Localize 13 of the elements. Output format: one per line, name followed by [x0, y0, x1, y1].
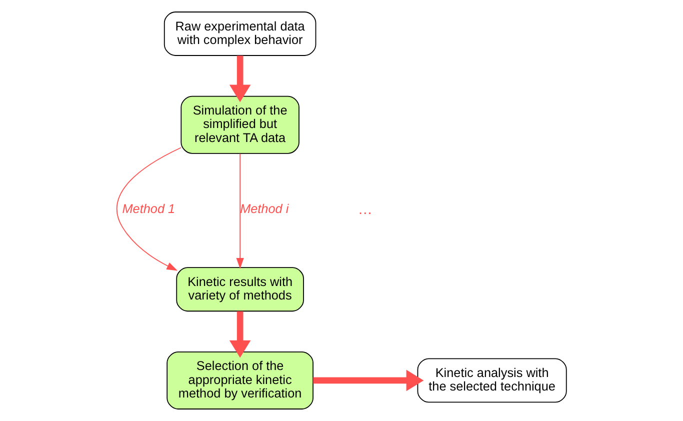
- node-box: Kinetic results with variety of methods: [176, 267, 304, 312]
- node-box: Raw experimental data with complex behavior: [164, 12, 316, 56]
- arrow: [116, 147, 182, 271]
- node-box: Kinetic analysis with the selected technique: [417, 358, 567, 403]
- arrow: [313, 370, 424, 392]
- node-box: Selection of the appropriate kinetic method by verification: [166, 351, 314, 410]
- arrow: [229, 311, 251, 358]
- edge-label: Method 1: [122, 202, 176, 216]
- arrow: [236, 153, 244, 269]
- arrow: [229, 56, 251, 102]
- node-box: Simulation of the simplified but relevant TA data: [180, 96, 300, 154]
- label: …: [358, 202, 372, 218]
- edge-label: Method i: [240, 202, 289, 216]
